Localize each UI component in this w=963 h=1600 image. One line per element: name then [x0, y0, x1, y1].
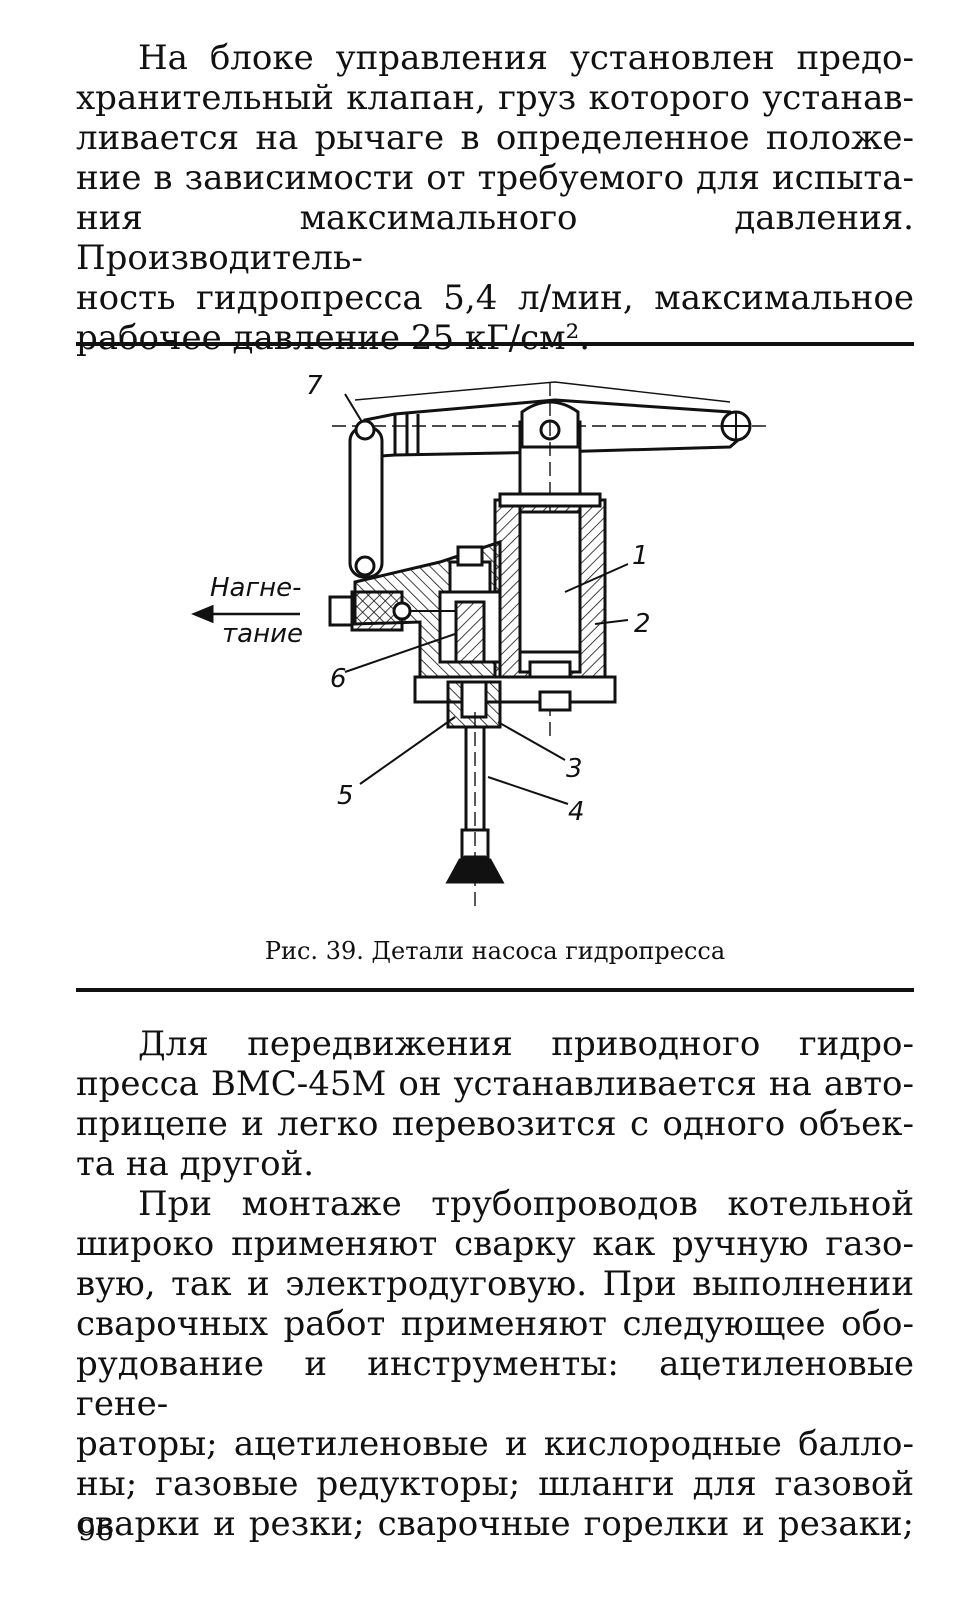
text-line: ны; газовые редукторы; шланги для газово… — [76, 1464, 914, 1504]
figure-caption: Рис. 39. Детали насоса гидропресса — [264, 937, 726, 965]
figure-top-rule — [76, 342, 914, 346]
text-line: Для передвижения приводного гидро- — [138, 1024, 914, 1064]
pump-figure: Нагне- тание 1 2 3 4 5 6 7 — [191, 371, 770, 912]
callout-3: 3 — [566, 754, 583, 784]
text-line: широко применяют сварку как ручную газо- — [76, 1224, 914, 1264]
paragraph-top: На блоке управления установлен предо- хр… — [76, 38, 914, 358]
text-line: рудование и инструменты: ацетиленовые ге… — [76, 1344, 914, 1424]
text-line: та на другой. — [76, 1144, 315, 1184]
callout-5: 5 — [337, 781, 354, 811]
callout-2: 2 — [634, 609, 651, 639]
paragraph-bottom: При монтаже трубопроводов котельной широ… — [76, 1184, 914, 1544]
text-line: сварки и резки; сварочные горелки и реза… — [76, 1504, 914, 1544]
callout-4: 4 — [568, 797, 585, 827]
text-line: сварочных работ применяют следующее обо- — [76, 1304, 914, 1344]
callout-1: 1 — [632, 541, 649, 571]
text-line: вую, так и электродуговую. При выполнени… — [76, 1264, 914, 1304]
text-line: рабочее давление 25 кГ/см². — [76, 318, 591, 358]
figure-bottom-rule — [76, 988, 914, 992]
arrow-label-bottom: тание — [222, 619, 303, 649]
text-line: При монтаже трубопроводов котельной — [138, 1184, 914, 1224]
text-line: раторы; ацетиленовые и кислородные балло… — [76, 1424, 914, 1464]
text-line: пресса ВМС-45М он устанавливается на авт… — [76, 1064, 914, 1104]
text-line: ливается на рычаге в определенное положе… — [76, 118, 914, 158]
arrow-label-top: Нагне- — [210, 573, 302, 603]
callout-6: 6 — [330, 664, 347, 694]
text-line: хранительный клапан, груз которого устан… — [76, 78, 914, 118]
text-line: ность гидропресса 5,4 л/мин, максимально… — [76, 278, 914, 318]
link-arm — [348, 425, 384, 579]
text-line: На блоке управления установлен предо- — [138, 38, 914, 78]
paragraph-middle: Для передвижения приводного гидро- пресс… — [76, 1024, 914, 1184]
text-line: ния максимального давления. Производител… — [76, 198, 914, 278]
text-line: ние в зависимости от требуемого для испы… — [76, 158, 914, 198]
page-number: 96 — [78, 1514, 114, 1547]
callout-7: 7 — [306, 371, 323, 401]
text-line: прицепе и легко перевозится с одного объ… — [76, 1104, 914, 1144]
